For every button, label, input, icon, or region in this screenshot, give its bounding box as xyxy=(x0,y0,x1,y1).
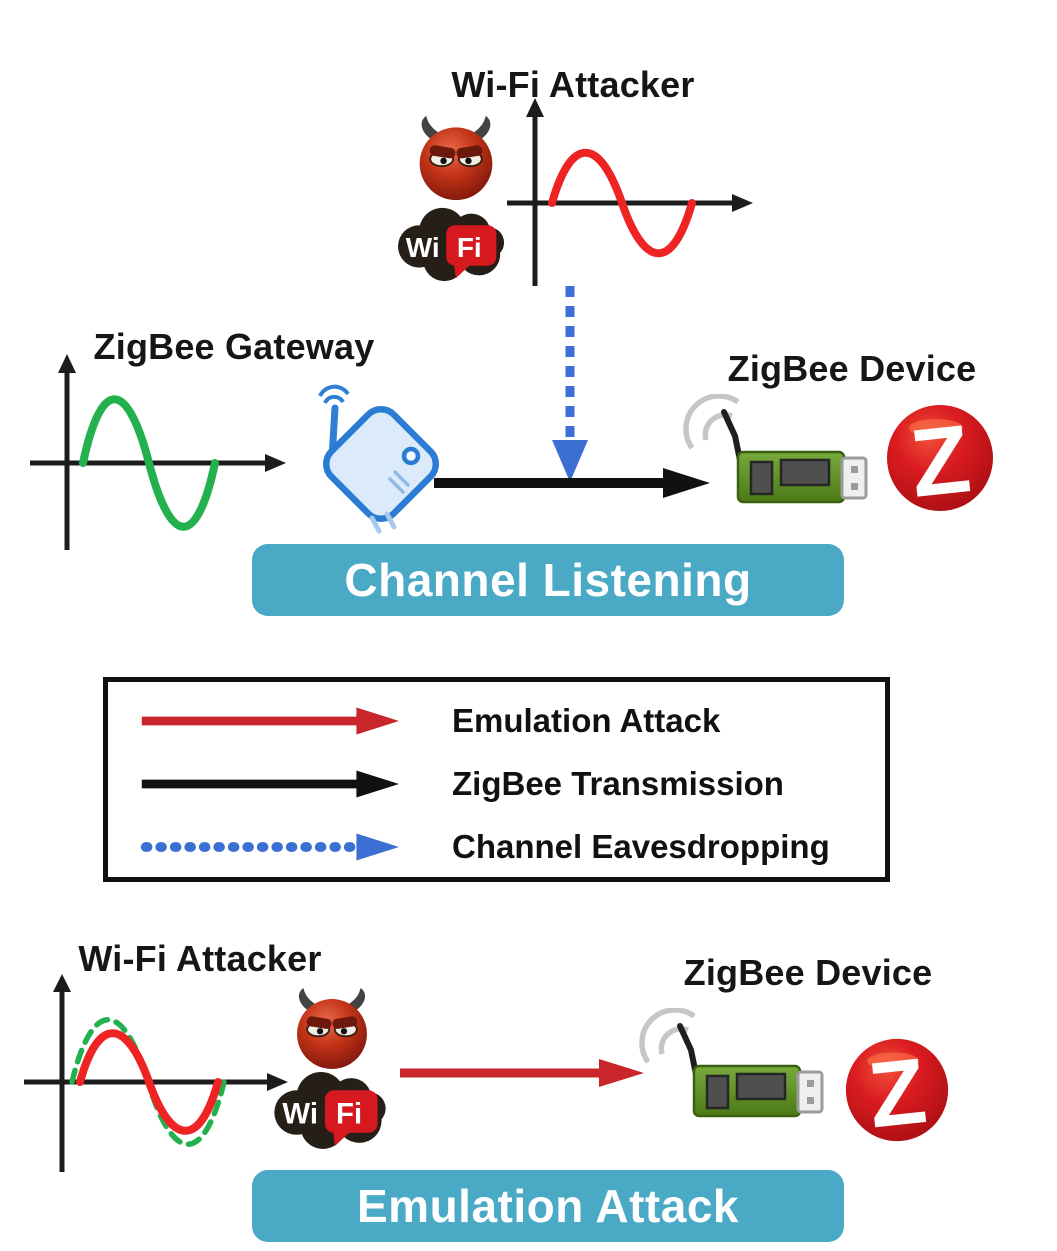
gateway-led xyxy=(401,446,421,466)
eavesdropping-arrow xyxy=(552,286,588,482)
wifi-wi-text: Wi xyxy=(282,1098,318,1131)
attacker-signal-plot xyxy=(507,98,753,286)
wifi-fi-badge xyxy=(446,225,497,266)
devil-icon xyxy=(419,115,493,201)
legend-row-emulation: Emulation Attack xyxy=(108,689,885,752)
wifi-logo-icon: Wi Fi xyxy=(398,207,505,282)
zigbee-z-letter: Z xyxy=(906,405,976,514)
chip-small xyxy=(749,460,774,496)
devil-head xyxy=(419,127,493,201)
emulated-signal-plot xyxy=(24,974,288,1172)
wifi-wi-text: Wi xyxy=(406,232,440,263)
legend-blue-dashed-arrow xyxy=(140,832,399,861)
legend-box: Emulation Attack ZigBee Transmission Cha… xyxy=(103,677,890,882)
emulation-attack-banner: Emulation Attack xyxy=(252,1170,844,1242)
bottom-device-title: ZigBee Device xyxy=(683,952,933,993)
legend-label: Emulation Attack xyxy=(452,701,721,739)
top-device-title: ZigBee Device xyxy=(727,348,977,389)
zigbee-dongle-icon xyxy=(639,1008,824,1118)
zigbee-logo-icon: Z xyxy=(845,1038,949,1144)
gateway-title: ZigBee Gateway xyxy=(93,326,375,367)
wifi-logo-icon: Wi Fi xyxy=(274,1072,386,1149)
channel-listening-banner: Channel Listening xyxy=(252,544,844,616)
legend-black-arrow xyxy=(141,769,399,798)
top-attacker-title: Wi-Fi Attacker xyxy=(451,64,695,105)
legend-row-transmission: ZigBee Transmission xyxy=(108,752,885,815)
wifi-fi-text: Fi xyxy=(457,232,482,263)
chip-large xyxy=(779,458,831,487)
devil-icon xyxy=(297,988,367,1069)
zigbee-signal-wave xyxy=(79,395,219,531)
gateway-icon xyxy=(318,384,440,534)
usb-plug xyxy=(840,456,868,500)
zigbee-z-letter: Z xyxy=(864,1038,931,1144)
bottom-attacker-title: Wi-Fi Attacker xyxy=(78,938,322,979)
legend-row-eavesdropping: Channel Eavesdropping xyxy=(108,815,885,878)
gateway-body xyxy=(322,405,440,523)
wifi-signal-wave xyxy=(548,149,696,257)
legend-label: Channel Eavesdropping xyxy=(452,827,830,865)
legend-red-arrow xyxy=(141,706,399,735)
transmission-arrow xyxy=(434,468,710,498)
legend-label: ZigBee Transmission xyxy=(452,764,784,802)
gateway-signal-plot xyxy=(30,354,286,550)
emulation-attack-arrow xyxy=(400,1059,644,1087)
emulated-wifi-wave xyxy=(76,1029,222,1135)
zigbee-logo-icon: Z xyxy=(887,405,993,514)
wifi-fi-text: Fi xyxy=(336,1098,362,1131)
zigbee-dongle-icon xyxy=(683,394,868,504)
